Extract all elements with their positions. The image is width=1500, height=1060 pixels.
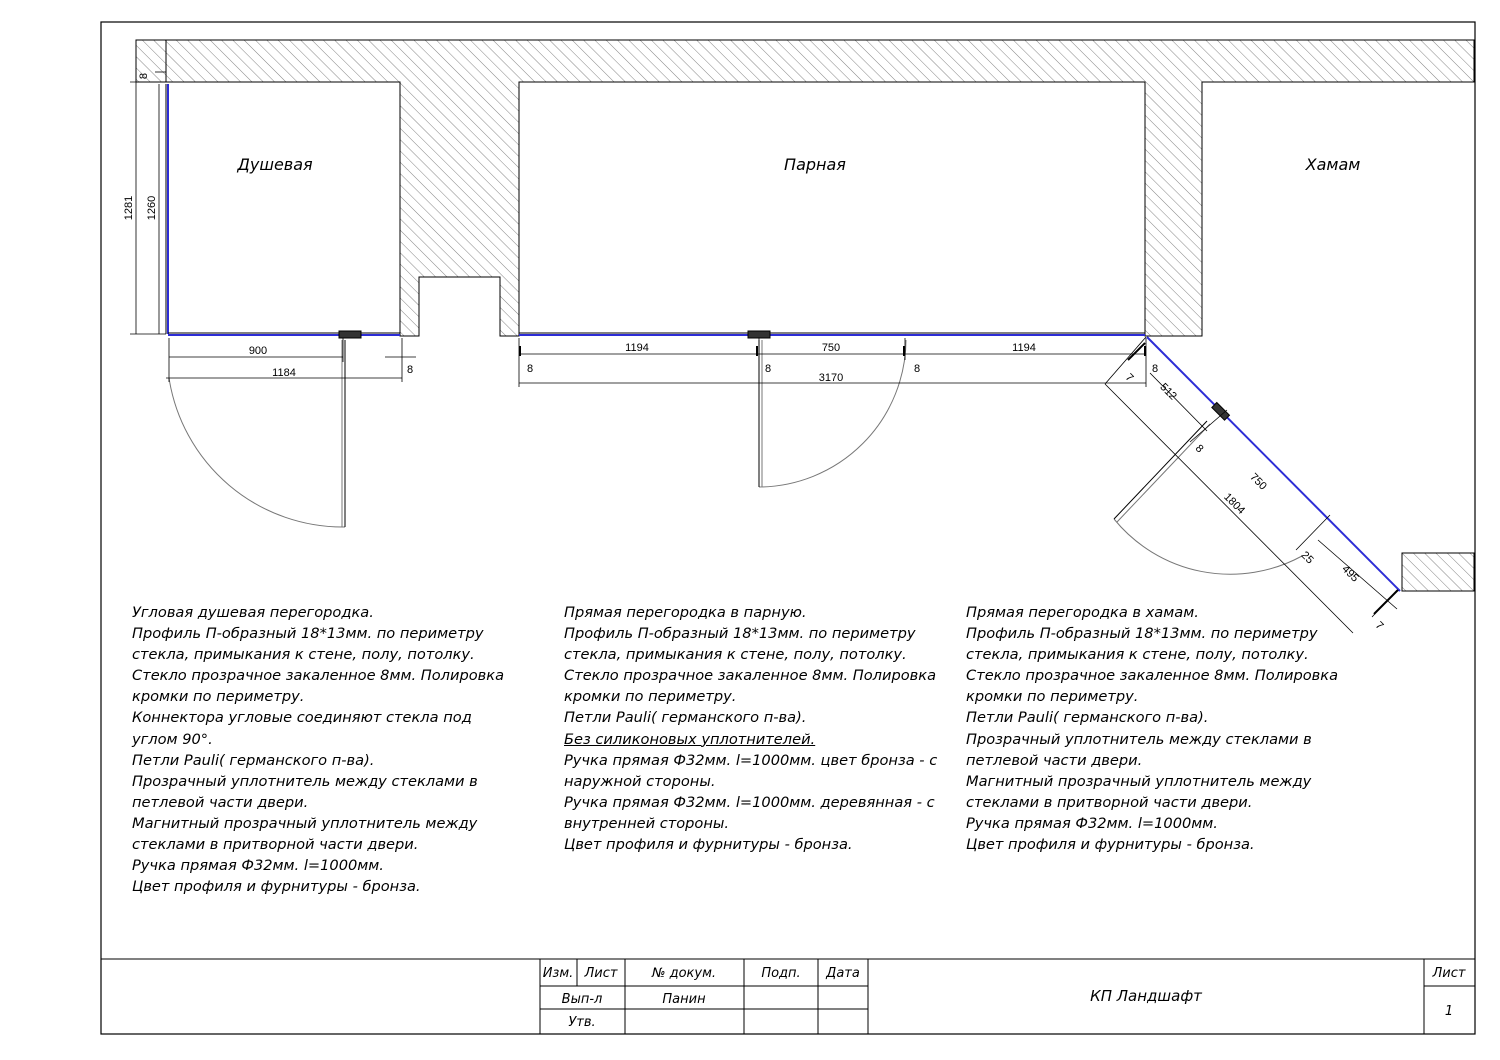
note-line: петлевой части двери. — [132, 793, 309, 811]
tb-sheet-number: 1 — [1445, 1004, 1453, 1019]
hinge-steam — [747, 330, 771, 339]
note-line: Ручка прямая Ф32мм. l=1000мм. цвет бронз… — [564, 751, 938, 769]
note-line: Прямая перегородка в хамам. — [966, 604, 1199, 621]
note-line: Петли Pauli( германского п-ва). — [966, 709, 1209, 727]
dim-steam-gap-2: 8 — [765, 363, 771, 375]
tb-row-vyp: Вып-л — [562, 992, 603, 1007]
note-line: Стекло прозрачное закаленное 8мм. Полиро… — [132, 667, 505, 685]
note-line: Магнитный прозрачный уплотнитель между — [966, 772, 1312, 790]
note-line: Профиль П-образный 18*13мм. по периметру — [132, 625, 484, 643]
dim-shower-top-gap: 8 — [138, 73, 150, 79]
door-swing-steam — [758, 339, 907, 488]
wall-top — [136, 39, 1475, 337]
doors — [168, 339, 1303, 575]
glass-hamam — [1146, 336, 1401, 592]
note-line: внутренней стороны. — [564, 814, 730, 832]
dim-steam-right: 1194 — [1012, 342, 1036, 354]
note-line: Прямая перегородка в парную. — [564, 604, 807, 621]
drawing-frame — [100, 21, 1476, 1035]
dimension-lines — [130, 71, 1398, 634]
room-label-hamam: Хамам — [1305, 155, 1361, 174]
note-line: Угловая душевая перегородка. — [132, 604, 374, 621]
note-line: наружной стороны. — [564, 772, 716, 790]
glass-partitions — [167, 84, 1401, 592]
dim-shower-end-gap: 8 — [407, 364, 413, 376]
note-line: Цвет профиля и фурнитуры - бронза. — [132, 878, 421, 896]
door-leaf-hamam — [1113, 420, 1208, 520]
note-line: Цвет профиля и фурнитуры - бронза. — [564, 836, 853, 854]
hardware — [338, 330, 1231, 421]
tb-header-izm: Изм. — [543, 966, 574, 981]
dim-shower-h-outer: 1281 — [123, 196, 135, 220]
note-line: Профиль П-образный 18*13мм. по периметру — [966, 625, 1318, 643]
notes-steam: Прямая перегородка в парную. Профиль П-о… — [564, 602, 937, 855]
note-line: Цвет профиля и фурнитуры - бронза. — [966, 836, 1255, 854]
tb-header-doc: № докум. — [651, 966, 716, 981]
dim-hamam-gap-25: 25 — [1299, 549, 1316, 566]
note-line: стеклами в притворной части двери. — [132, 836, 419, 854]
dim-steam-gap-3: 8 — [914, 363, 920, 375]
dim-shower-total: 1184 — [272, 367, 296, 379]
dim-hamam-bottom: 495 — [1339, 563, 1360, 584]
note-line: кромки по периметру. — [132, 688, 305, 706]
dim-shower-door: 900 — [249, 345, 267, 357]
note-line: кромки по периметру. — [564, 688, 737, 706]
note-line: стеклами в притворной части двери. — [966, 793, 1253, 811]
dim-hamam-total: 1804 — [1221, 491, 1247, 517]
dim-steam-left: 1194 — [625, 342, 649, 354]
dim-steam-total: 3170 — [819, 372, 843, 384]
room-label-steam: Парная — [784, 155, 846, 174]
tb-row-name: Панин — [662, 992, 706, 1007]
note-line: Петли Pauli( германского п-ва). — [132, 751, 375, 769]
dim-hamam-bottom-gap: 7 — [1373, 619, 1386, 632]
tb-project-title: КП Ландшафт — [1090, 987, 1203, 1005]
door-swing-shower — [168, 377, 346, 528]
dim-hamam-door-gap: 8 — [1193, 442, 1206, 455]
tb-row-utv: Утв. — [568, 1015, 595, 1030]
room-label-shower: Душевая — [236, 155, 313, 174]
door-swing-hamam — [1113, 518, 1303, 575]
note-line: стекла, примыкания к стене, полу, потолк… — [132, 646, 475, 664]
dim-shower-h-inner: 1260 — [146, 196, 158, 220]
note-line: Профиль П-образный 18*13мм. по периметру — [564, 625, 916, 643]
note-line: стекла, примыкания к стене, полу, потолк… — [564, 646, 907, 664]
note-line: углом 90°. — [132, 730, 213, 748]
note-line: Прозрачный уплотнитель между стеклами в — [966, 730, 1312, 748]
hinge-hamam — [1211, 401, 1231, 421]
note-line-underlined: Без силиконовых уплотнителей. — [564, 730, 816, 748]
dim-hamam-door: 750 — [1247, 471, 1268, 492]
tb-sheet-label: Лист — [1432, 966, 1466, 981]
note-line: Стекло прозрачное закаленное 8мм. Полиро… — [966, 667, 1339, 685]
note-line: петлевой части двери. — [966, 751, 1143, 769]
note-line: Ручка прямая Ф32мм. l=1000мм. — [966, 814, 1218, 832]
note-line: Ручка прямая Ф32мм. l=1000мм. деревянная… — [564, 793, 935, 811]
tb-header-sign: Подп. — [761, 966, 800, 981]
dim-steam-gap-1: 8 — [527, 363, 533, 375]
dim-steam-gap-4: 8 — [1152, 363, 1158, 375]
note-line: Стекло прозрачное закаленное 8мм. Полиро… — [564, 667, 937, 685]
dimension-ticks — [519, 342, 1399, 615]
hinge-shower — [338, 330, 362, 339]
note-line: стекла, примыкания к стене, полу, потолк… — [966, 646, 1309, 664]
dim-steam-door: 750 — [822, 342, 840, 354]
note-line: Прозрачный уплотнитель между стеклами в — [132, 772, 478, 790]
note-line: Магнитный прозрачный уплотнитель между — [132, 814, 478, 832]
note-line: Коннектора угловые соединяют стекла под — [132, 709, 472, 727]
notes-hamam: Прямая перегородка в хамам. Профиль П-об… — [966, 602, 1338, 855]
tb-header-list: Лист — [584, 966, 618, 981]
notes-shower: Угловая душевая перегородка. Профиль П-о… — [132, 602, 504, 897]
tb-header-date: Дата — [825, 966, 860, 981]
title-block — [101, 958, 1475, 1034]
note-line: Ручка прямая Ф32мм. l=1000мм. — [132, 857, 384, 875]
dim-hamam-top-gap: 7 — [1123, 371, 1136, 384]
walls — [135, 39, 1475, 592]
note-line: кромки по периметру. — [966, 688, 1139, 706]
note-line: Петли Pauli( германского п-ва). — [564, 709, 807, 727]
wall-hamam-right — [1401, 552, 1475, 592]
